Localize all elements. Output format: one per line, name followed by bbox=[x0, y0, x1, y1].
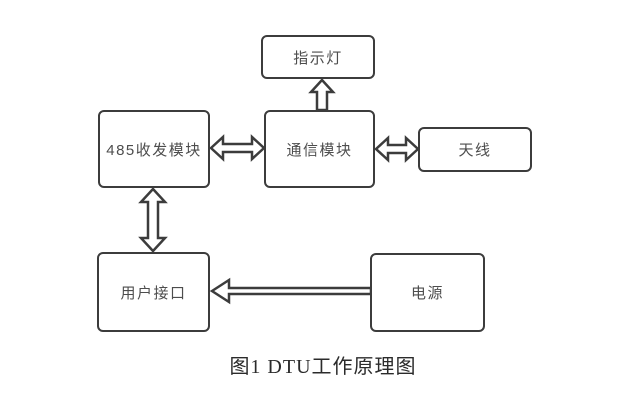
node-indicator-light-label: 指示灯 bbox=[293, 49, 343, 67]
arrow-power-to-user bbox=[209, 277, 373, 305]
node-user-interface: 用户接口 bbox=[97, 252, 210, 332]
node-antenna-label: 天线 bbox=[458, 142, 492, 159]
node-485-transceiver-module-label: 485收发模块 bbox=[106, 141, 202, 159]
node-485-transceiver-module: 485收发模块 bbox=[98, 110, 210, 188]
node-power-supply-label: 电源 bbox=[410, 285, 444, 302]
node-communication-module-label: 通信模块 bbox=[286, 141, 353, 159]
arrow-comm-antenna-bidirectional bbox=[374, 135, 420, 163]
node-power-supply: 电源 bbox=[370, 253, 485, 332]
node-user-interface-label: 用户接口 bbox=[120, 284, 187, 302]
arrow-comm-to-indicator bbox=[308, 78, 336, 112]
node-antenna: 天线 bbox=[418, 127, 532, 172]
node-indicator-light: 指示灯 bbox=[261, 35, 375, 79]
arrow-rs485-comm-bidirectional bbox=[209, 134, 266, 162]
node-communication-module: 通信模块 bbox=[264, 110, 375, 188]
arrow-rs485-user-bidirectional bbox=[138, 187, 168, 253]
figure-caption: 图1 DTU工作原理图 bbox=[229, 356, 417, 378]
